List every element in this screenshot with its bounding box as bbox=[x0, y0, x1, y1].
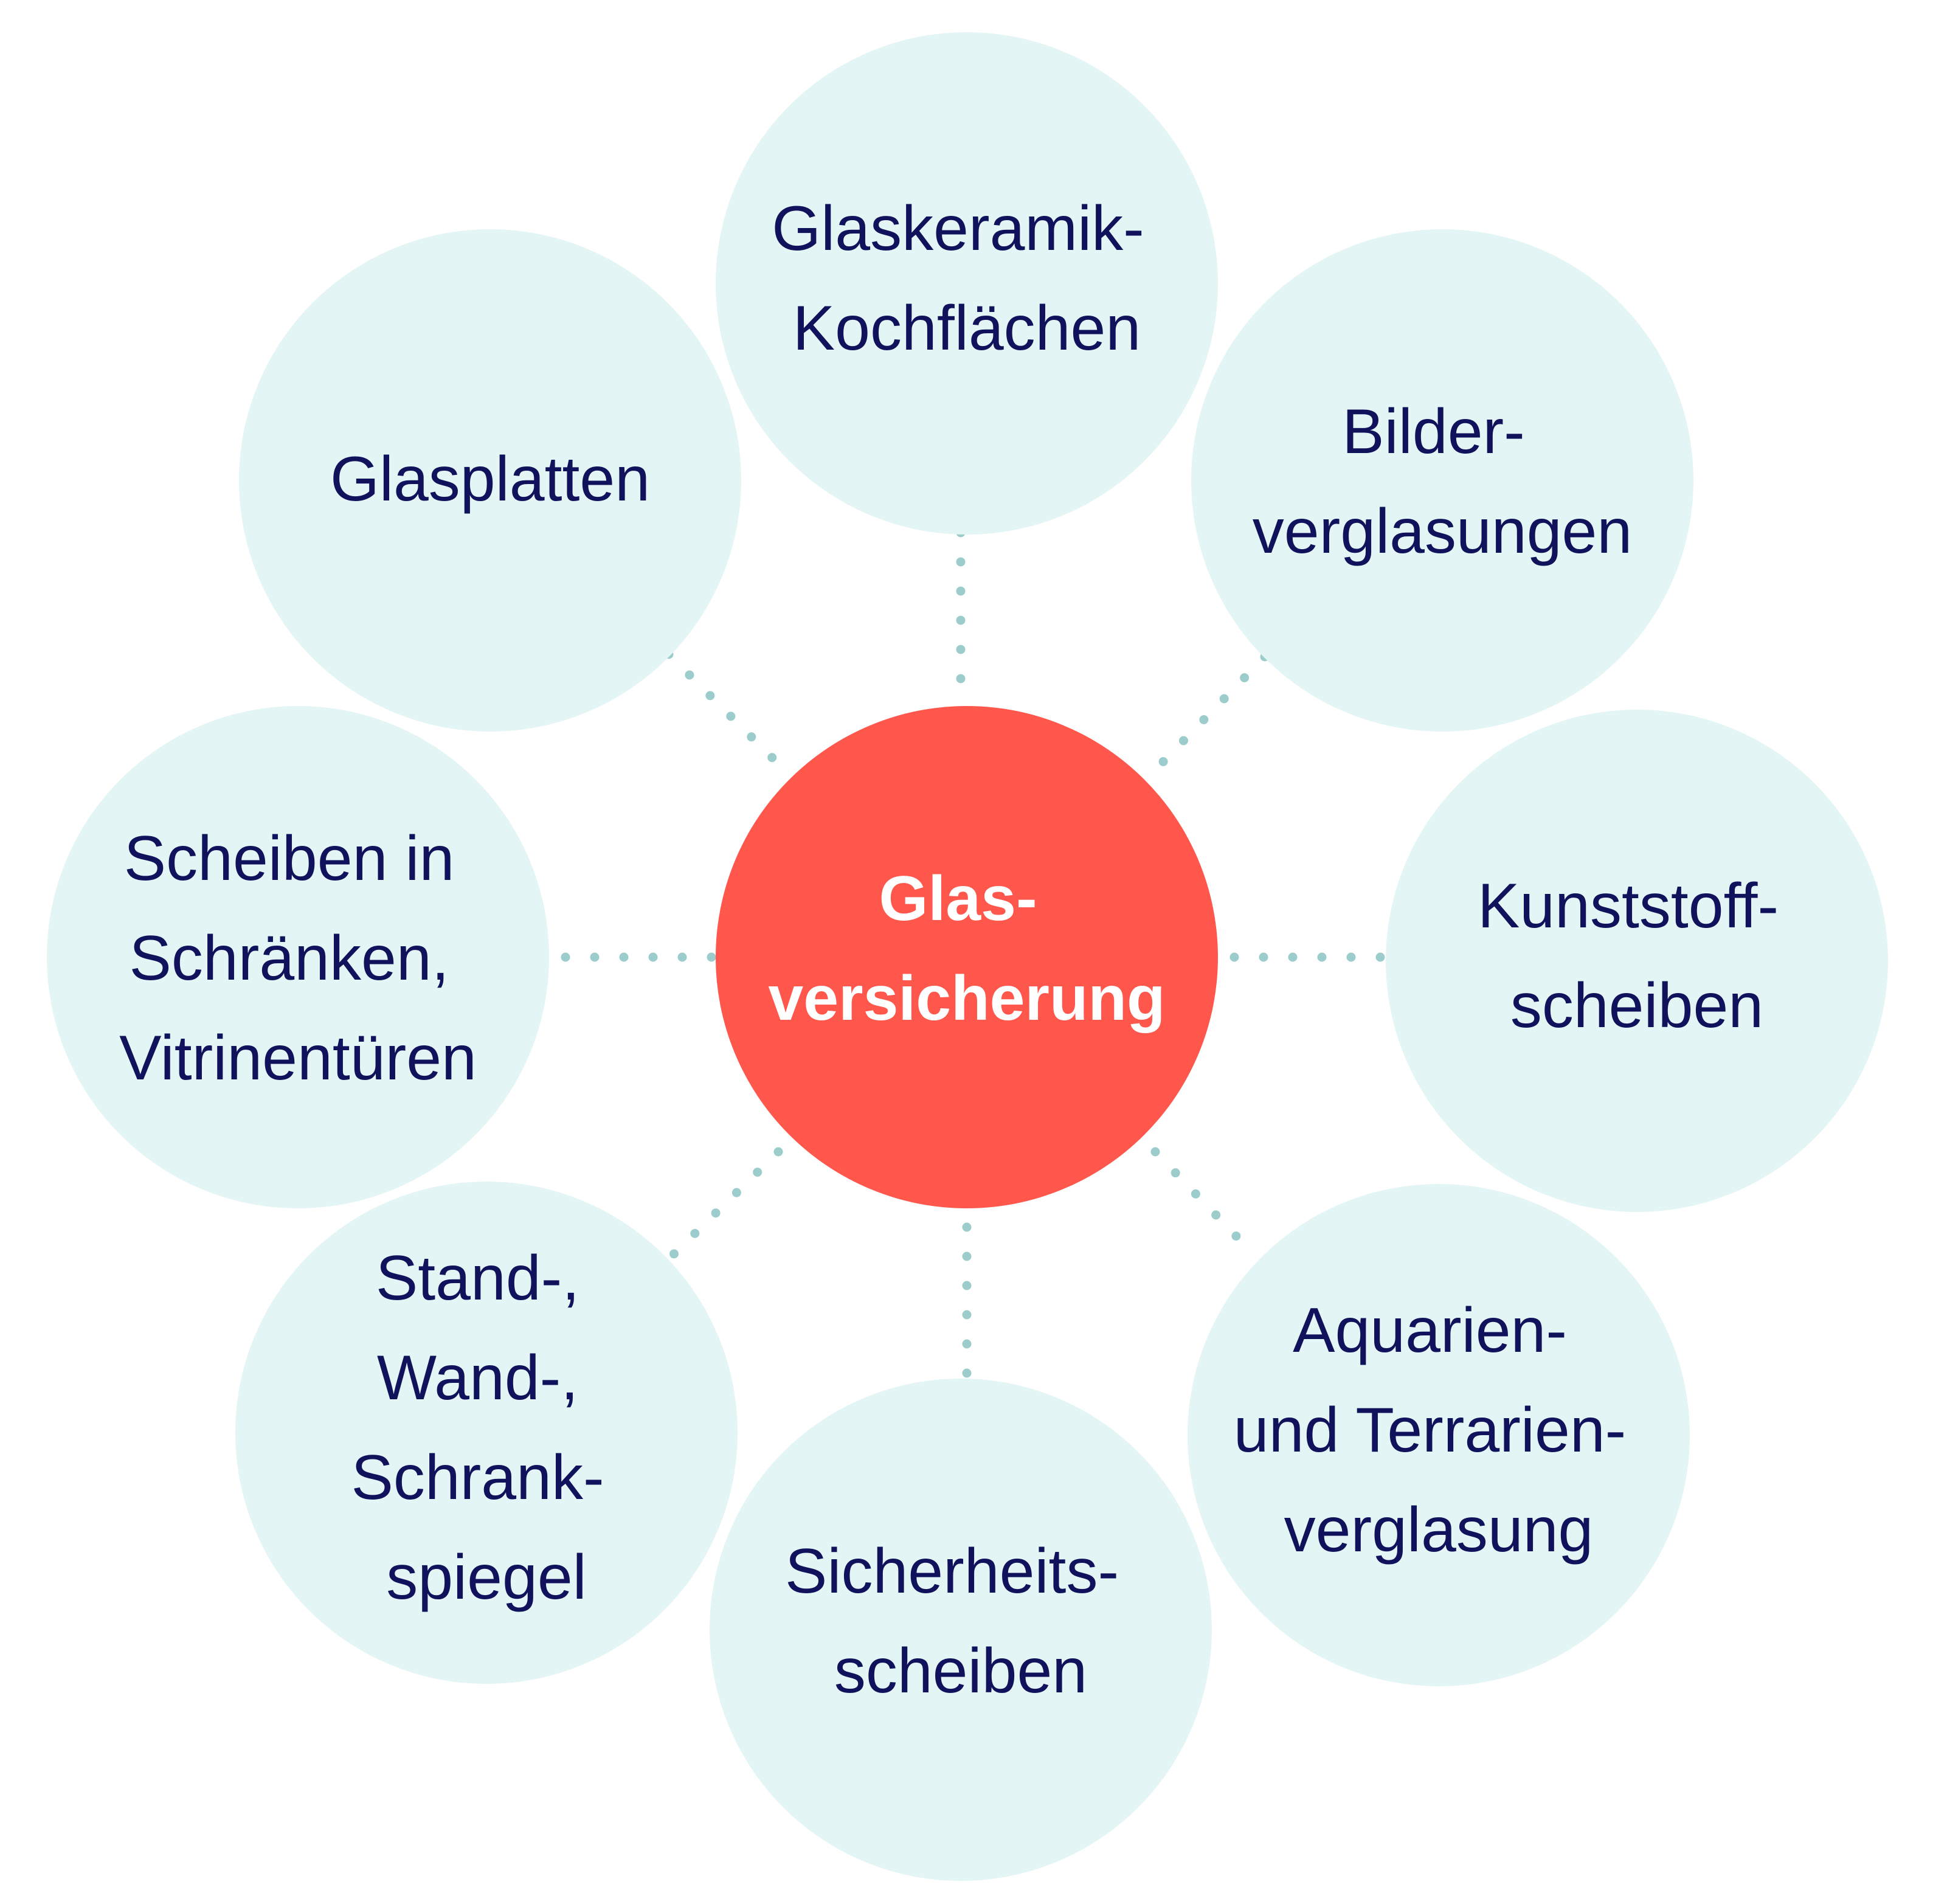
satellite-circles bbox=[47, 32, 1888, 1881]
center-label-line: Glas- bbox=[879, 864, 1037, 934]
satellite-circle-glasplatten bbox=[239, 229, 741, 732]
satellite-label-line: Kochflächen bbox=[793, 293, 1141, 364]
satellite-circle-bilder bbox=[1191, 229, 1693, 732]
satellite-label-bilder: Bilder- verglasungen bbox=[1253, 396, 1632, 567]
satellite-label-line: verglasung bbox=[1284, 1495, 1594, 1565]
satellite-label-line: Bilder- bbox=[1342, 396, 1525, 467]
satellite-label-line: spiegel bbox=[386, 1542, 587, 1613]
satellite-label-line: Stand-, bbox=[376, 1243, 579, 1314]
satellite-label-spiegel: Stand-, Wand-, Schrank- spiegel bbox=[351, 1243, 621, 1613]
center-label: Glas- versicherung bbox=[768, 864, 1165, 1034]
satellite-label-line: Schrank- bbox=[351, 1442, 604, 1513]
satellite-circle-sicherheit bbox=[710, 1379, 1212, 1881]
satellite-label-line: Sicherheits- bbox=[785, 1536, 1119, 1607]
satellite-label-line: Schränken, bbox=[130, 923, 449, 994]
satellite-circle-spiegel bbox=[235, 1182, 738, 1684]
connector-bilder bbox=[1150, 652, 1270, 775]
satellite-label-line: Glaskeramik- bbox=[772, 193, 1144, 264]
satellite-label-aquarien: Aquarien- und Terrarien- verglasung bbox=[1234, 1295, 1644, 1565]
satellite-label-sicherheit: Sicherheits- scheiben bbox=[785, 1536, 1136, 1706]
satellite-label-schraenke: Scheiben in Schränken, Vitrinentüren bbox=[119, 823, 477, 1093]
satellite-label-kunststoff: Kunststoff- scheiben bbox=[1478, 871, 1796, 1041]
satellite-label-line: Aquarien- bbox=[1293, 1295, 1567, 1366]
satellite-circle-schraenke bbox=[47, 706, 549, 1208]
satellite-label-line: verglasungen bbox=[1253, 496, 1632, 567]
satellite-circle-kunststoff bbox=[1386, 710, 1888, 1212]
center-label-line: versicherung bbox=[768, 963, 1165, 1034]
satellite-label-line: Kunststoff- bbox=[1478, 871, 1779, 941]
satellite-circle-aquarien bbox=[1188, 1184, 1690, 1686]
satellite-label-line: Glasplatten bbox=[330, 444, 650, 514]
satellite-labels: Glaskeramik- Kochflächen Bilder- verglas… bbox=[119, 193, 1796, 1706]
satellite-label-line: und Terrarien- bbox=[1234, 1395, 1627, 1466]
satellite-label-line: scheiben bbox=[1510, 971, 1763, 1041]
satellite-circle-glaskeramik bbox=[716, 32, 1218, 535]
satellite-label-line: Wand-, bbox=[377, 1343, 578, 1413]
satellite-label-line: Vitrinentüren bbox=[119, 1023, 477, 1093]
satellite-label-glaskeramik: Glaskeramik- Kochflächen bbox=[772, 193, 1161, 364]
satellite-label-line: scheiben bbox=[834, 1636, 1087, 1706]
connector-glasplatten bbox=[664, 649, 786, 771]
satellite-label-line: Scheiben in bbox=[124, 823, 455, 894]
center-circle bbox=[716, 706, 1218, 1208]
connector-aquarien bbox=[1150, 1147, 1245, 1245]
satellite-label-glasplatten: Glasplatten bbox=[330, 444, 650, 514]
connector-lines bbox=[542, 528, 1391, 1379]
connector-spiegel bbox=[658, 1147, 783, 1270]
